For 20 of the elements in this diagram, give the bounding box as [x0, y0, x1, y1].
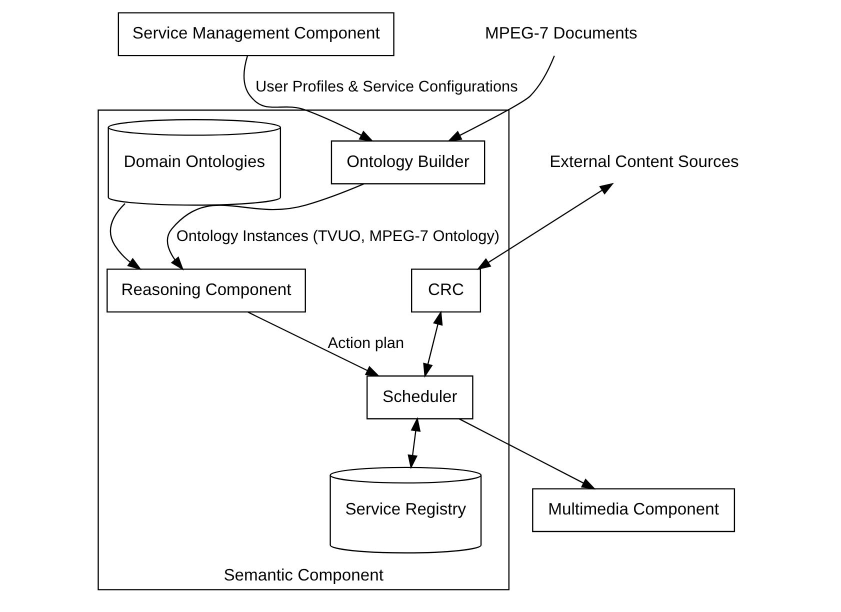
arrow	[248, 312, 380, 377]
arrow	[458, 418, 596, 490]
node-box: Multimedia Component	[532, 488, 736, 532]
arrow	[244, 56, 374, 142]
arrow	[447, 56, 555, 142]
arrow	[166, 183, 364, 271]
arrow	[423, 310, 443, 378]
node-text: External Content Sources	[550, 152, 739, 171]
node-text: MPEG-7 Documents	[484, 24, 638, 43]
arrow	[408, 417, 421, 470]
arrow	[476, 182, 614, 270]
node-box: Ontology Builder	[330, 140, 486, 184]
node-box: Service Management Component	[118, 12, 394, 56]
arrow	[110, 203, 142, 270]
edge-label: Ontology Instances (TVUO, MPEG-7 Ontology)	[176, 228, 500, 246]
node-box: Scheduler	[366, 375, 474, 420]
node-box: CRC	[411, 268, 482, 313]
edge-label: Action plan	[328, 335, 404, 352]
edge-label: User Profiles & Service Configurations	[256, 78, 518, 96]
node-box: Reasoning Component	[106, 268, 306, 313]
